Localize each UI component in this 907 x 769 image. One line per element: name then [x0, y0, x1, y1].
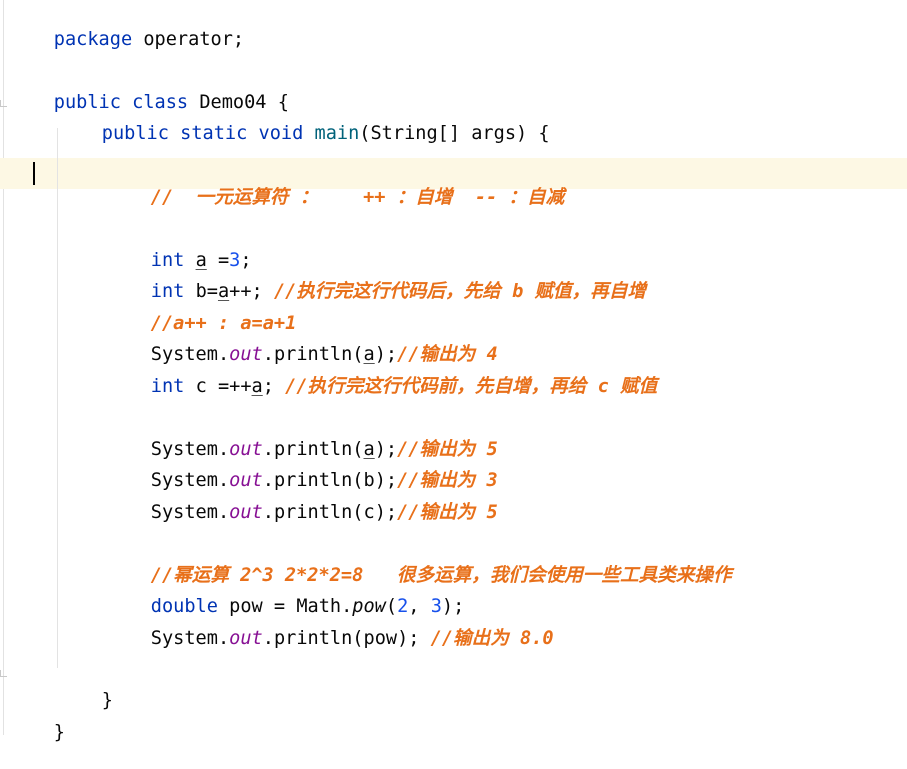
- code-text: System.: [150, 439, 230, 460]
- variable-a: a: [195, 250, 207, 271]
- keyword-public: public: [101, 123, 169, 144]
- code-text: ,: [408, 596, 431, 617]
- comment: //执行完这行代码后，先给 b 赋值，再自增: [273, 281, 647, 302]
- code-line-int-a[interactable]: int a =3;: [106, 225, 252, 271]
- fold-marker-class-start[interactable]: [0, 100, 7, 107]
- variable-a: a: [363, 439, 375, 460]
- code-text: .println(: [262, 344, 364, 365]
- variable-a: a: [251, 376, 263, 397]
- code-line-println-c[interactable]: System.out.println(c);//输出为 5: [106, 477, 498, 523]
- code-text: .println(: [262, 439, 364, 460]
- keyword-static: static: [180, 123, 248, 144]
- keyword-package: package: [53, 29, 133, 50]
- keyword-int: int: [150, 250, 185, 271]
- variable-a: a: [363, 344, 375, 365]
- class-name: Demo04 {: [188, 92, 289, 113]
- code-line-method-close[interactable]: }: [57, 665, 113, 711]
- closing-brace: }: [101, 690, 113, 711]
- semicolon: ;: [240, 250, 252, 271]
- keyword-public: public: [53, 92, 121, 113]
- code-text: System.: [150, 470, 230, 491]
- code-text: System.: [150, 502, 230, 523]
- comment: //输出为 8.0: [430, 628, 554, 649]
- package-name: operator;: [132, 29, 245, 50]
- code-line-comment-unary[interactable]: // 一元运算符 ： ++ ：自增 -- ：自减: [106, 162, 564, 208]
- comment: //输出为 5: [397, 502, 498, 523]
- code-text: ;: [262, 376, 286, 397]
- code-text: .println(pow);: [262, 628, 431, 649]
- code-line-comment-a-plus[interactable]: //a++ : a=a+1: [106, 288, 297, 334]
- code-text: c =++: [184, 376, 252, 397]
- keyword-class: class: [132, 92, 189, 113]
- code-text: System.: [150, 344, 230, 365]
- comment: //输出为 4: [397, 344, 498, 365]
- method-name: main: [314, 123, 360, 144]
- code-line-main[interactable]: public static void main(String[] args) {: [57, 98, 550, 144]
- method-signature: (String[] args) {: [359, 123, 550, 144]
- code-line-comment-pow[interactable]: //幂运算 2^3 2*2*2=8 很多运算，我们会使用一些工具类来操作: [106, 540, 732, 586]
- assign: =: [206, 250, 230, 271]
- fold-marker-class-end[interactable]: [0, 670, 7, 677]
- code-text: );: [441, 596, 465, 617]
- comment: //执行完这行代码前，先自增，再给 c 赋值: [285, 376, 658, 397]
- static-field-out: out: [229, 628, 263, 649]
- keyword-double: double: [150, 596, 218, 617]
- code-text: );: [374, 439, 398, 460]
- comment: // 一元运算符 ： ++ ：自增 -- ：自减: [150, 187, 565, 208]
- code-line-package[interactable]: package operator;: [9, 4, 244, 50]
- comment: //输出为 3: [397, 470, 498, 491]
- static-field-out: out: [229, 470, 263, 491]
- static-field-out: out: [229, 439, 263, 460]
- comment: //幂运算 2^3 2*2*2=8 很多运算，我们会使用一些工具类来操作: [150, 565, 732, 586]
- code-text: .println(b);: [262, 470, 398, 491]
- code-text: );: [374, 344, 398, 365]
- gutter-border: [3, 0, 4, 735]
- comment: //a++ : a=a+1: [150, 313, 297, 334]
- code-line-println-b[interactable]: System.out.println(b);//输出为 3: [106, 445, 498, 491]
- closing-brace: }: [53, 722, 65, 743]
- static-field-out: out: [229, 344, 263, 365]
- code-line-println-a[interactable]: System.out.println(a);//输出为 4: [106, 319, 498, 365]
- code-text: ++;: [229, 281, 274, 302]
- keyword-int: int: [150, 376, 185, 397]
- code-line-println-a-2[interactable]: System.out.println(a);//输出为 5: [106, 414, 498, 460]
- indent-guide-class: [57, 128, 58, 668]
- code-line-println-pow[interactable]: System.out.println(pow); //输出为 8.0: [106, 603, 554, 649]
- number-literal: 3: [430, 596, 442, 617]
- code-text: .println(c);: [262, 502, 398, 523]
- static-method-pow: pow: [352, 596, 386, 617]
- code-line-int-c[interactable]: int c =++a; //执行完这行代码前，先自增，再给 c 赋值: [106, 351, 657, 397]
- keyword-int: int: [150, 281, 185, 302]
- code-text: System.: [150, 628, 230, 649]
- keyword-void: void: [258, 123, 304, 144]
- code-line-class[interactable]: public class Demo04 {: [9, 67, 289, 113]
- code-line-class-close[interactable]: }: [9, 697, 65, 743]
- code-text: b=: [184, 281, 218, 302]
- number-literal: 2: [397, 596, 409, 617]
- number-literal: 3: [229, 250, 241, 271]
- static-field-out: out: [229, 502, 263, 523]
- comment: //输出为 5: [397, 439, 498, 460]
- code-editor[interactable]: package operator; public class Demo04 { …: [0, 0, 907, 743]
- indent-guide-method: [106, 128, 107, 136]
- variable-a: a: [217, 281, 230, 302]
- text-caret: [33, 162, 35, 185]
- code-line-double-pow[interactable]: double pow = Math.pow(2, 3);: [106, 571, 465, 617]
- code-text: pow = Math.: [217, 596, 353, 617]
- code-line-int-b[interactable]: int b=a++; //执行完这行代码后，先给 b 赋值，再自增: [106, 256, 646, 302]
- code-text: (: [385, 596, 398, 617]
- current-line-highlight: [0, 158, 907, 189]
